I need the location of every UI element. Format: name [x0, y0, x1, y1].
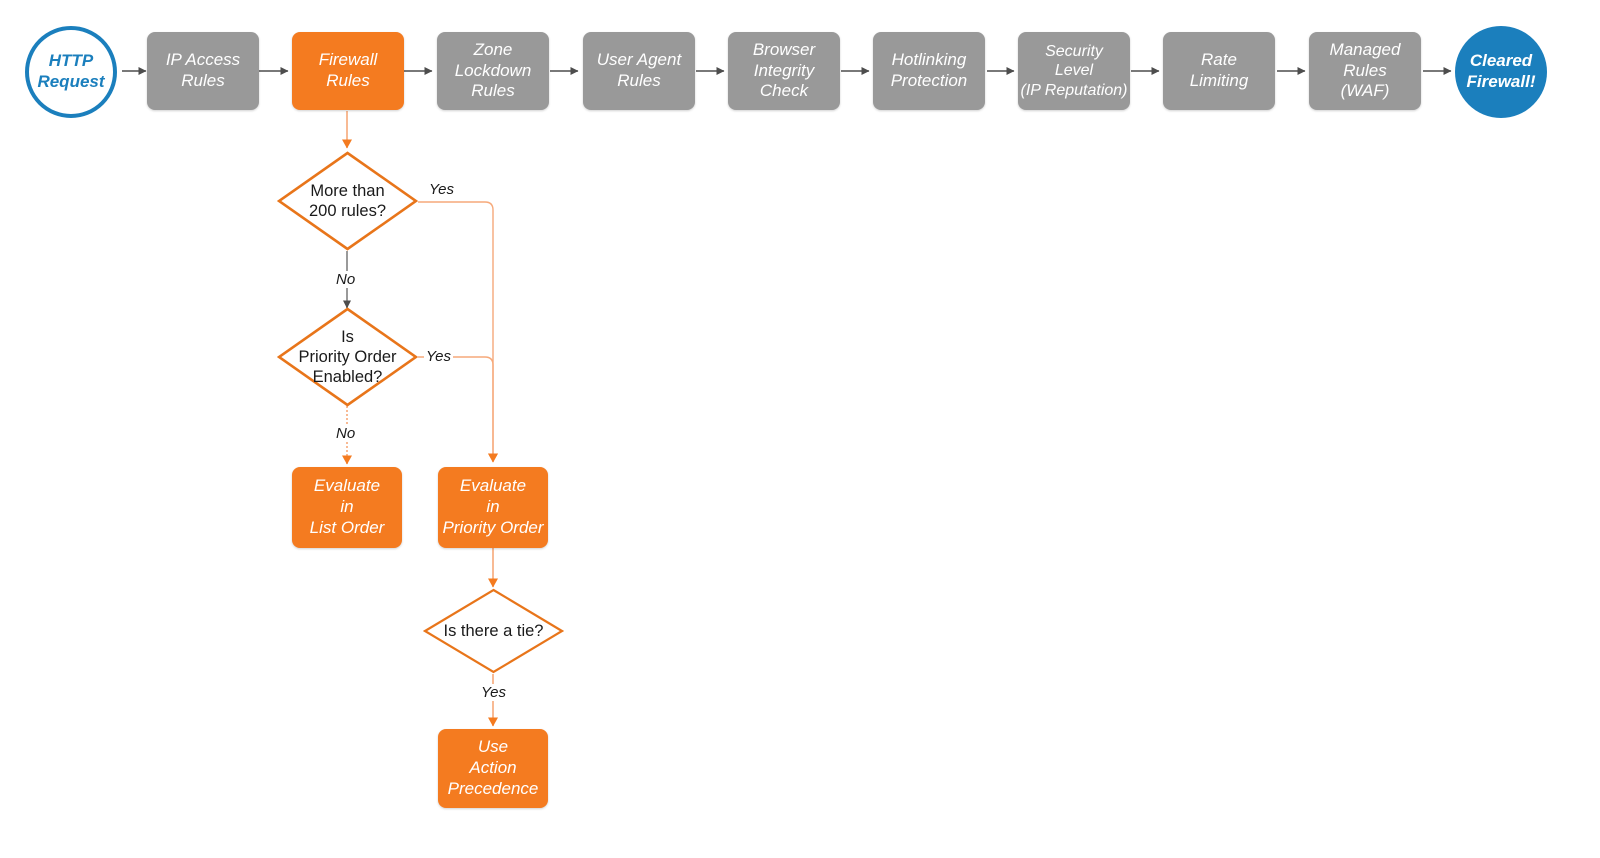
node-security-level-label: Security Level (IP Reputation): [1020, 42, 1128, 99]
node-ip-access-rules[interactable]: IP Access Rules: [147, 32, 259, 110]
edge-d2-yes-to-priority-order: [418, 356, 498, 463]
node-evaluate-in-list-order[interactable]: Evaluate in List Order: [292, 467, 402, 548]
edge-label-yes-200: Yes: [427, 181, 457, 198]
node-cleared-firewall-label: Cleared Firewall!: [1466, 51, 1536, 91]
node-zone-lockdown-rules-label: Zone Lockdown Rules: [454, 39, 532, 101]
node-browser-integrity-check[interactable]: Browser Integrity Check: [728, 32, 840, 110]
edge-label-no-200: No: [334, 271, 358, 288]
edge-label-yes-priority: Yes: [424, 348, 454, 365]
node-rate-limiting-label: Rate Limiting: [1189, 50, 1249, 90]
node-hotlinking-protection-label: Hotlinking Protection: [890, 50, 968, 90]
node-http-request[interactable]: HTTP Request: [25, 26, 117, 118]
node-firewall-rules[interactable]: Firewall Rules: [292, 32, 404, 110]
node-firewall-rules-label: Firewall Rules: [318, 50, 378, 90]
diamond-shape-icon: [277, 151, 418, 251]
node-use-action-precedence[interactable]: Use Action Precedence: [438, 729, 548, 808]
node-security-level[interactable]: Security Level (IP Reputation): [1018, 32, 1130, 110]
node-user-agent-rules-label: User Agent Rules: [596, 50, 682, 90]
node-rate-limiting[interactable]: Rate Limiting: [1163, 32, 1275, 110]
node-more-than-200-rules[interactable]: More than 200 rules?: [277, 151, 418, 251]
node-managed-rules-waf-label: Managed Rules (WAF): [1329, 39, 1401, 101]
edge-label-yes-tie: Yes: [479, 684, 509, 701]
node-evaluate-in-list-order-label: Evaluate in List Order: [309, 476, 385, 537]
node-evaluate-in-priority-order[interactable]: Evaluate in Priority Order: [438, 467, 548, 548]
node-http-request-label: HTTP Request: [37, 51, 105, 91]
node-is-priority-order-enabled-label: Is Priority Order Enabled?: [298, 327, 397, 387]
node-use-action-precedence-label: Use Action Precedence: [447, 737, 539, 798]
node-user-agent-rules[interactable]: User Agent Rules: [583, 32, 695, 110]
node-ip-access-rules-label: IP Access Rules: [165, 50, 241, 90]
node-more-than-200-rules-label: More than 200 rules?: [308, 181, 387, 220]
edge-d1-yes-to-priority-order: [418, 201, 498, 463]
diamond-shape-icon: [277, 307, 418, 407]
node-is-there-a-tie[interactable]: Is there a tie?: [423, 588, 564, 674]
edge-label-no-priority: No: [334, 425, 358, 442]
node-evaluate-in-priority-order-label: Evaluate in Priority Order: [442, 476, 544, 537]
node-browser-integrity-check-label: Browser Integrity Check: [752, 39, 816, 101]
node-is-priority-order-enabled[interactable]: Is Priority Order Enabled?: [277, 307, 418, 407]
node-hotlinking-protection[interactable]: Hotlinking Protection: [873, 32, 985, 110]
node-managed-rules-waf[interactable]: Managed Rules (WAF): [1309, 32, 1421, 110]
node-is-there-a-tie-label: Is there a tie?: [443, 621, 544, 640]
diamond-shape-icon: [423, 588, 564, 674]
node-cleared-firewall[interactable]: Cleared Firewall!: [1455, 26, 1547, 118]
node-zone-lockdown-rules[interactable]: Zone Lockdown Rules: [437, 32, 549, 110]
